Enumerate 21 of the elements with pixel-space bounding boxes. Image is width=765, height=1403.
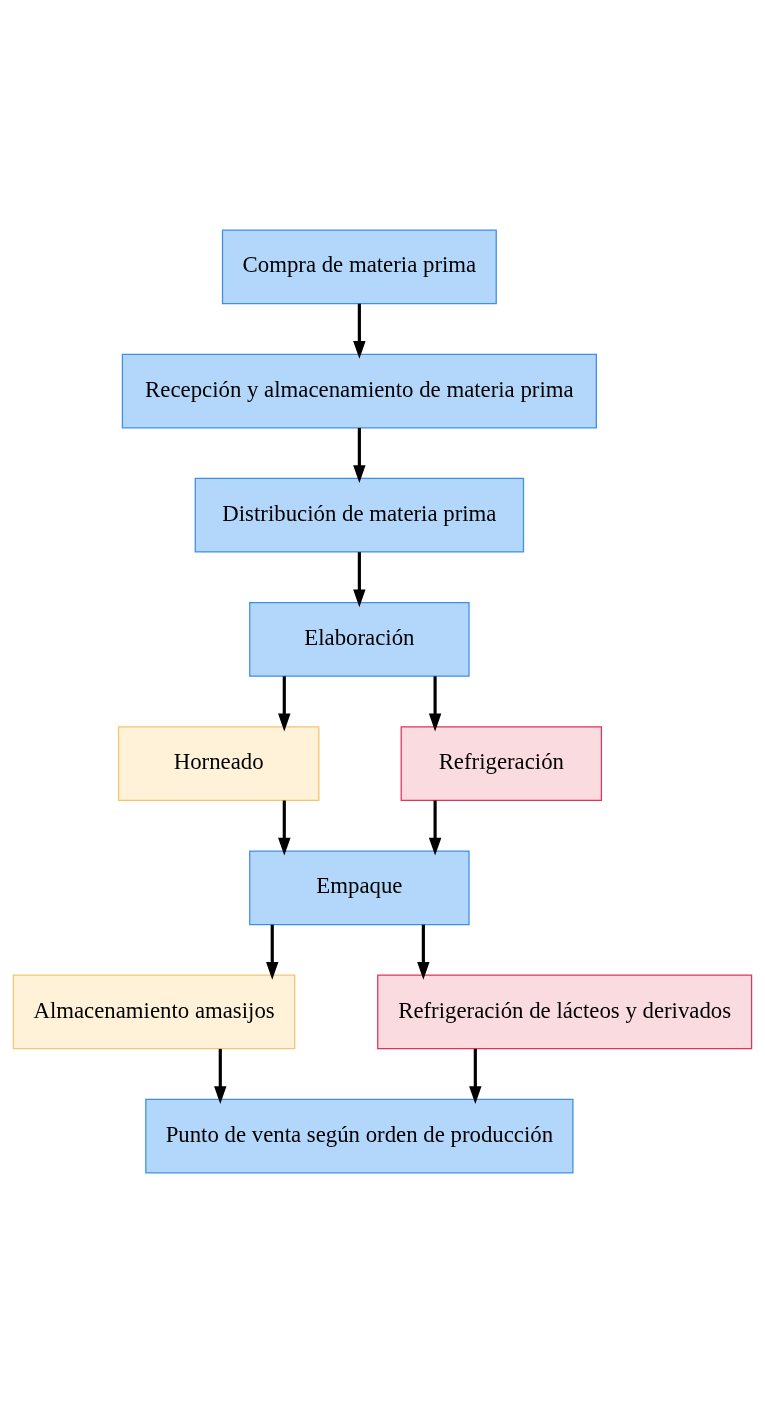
arrow	[353, 427, 366, 484]
arrow	[428, 676, 442, 732]
arrow	[353, 303, 366, 359]
node-box: Refrigeración	[400, 726, 603, 801]
node-box: Recepción y almacenamiento de materia prima	[121, 353, 597, 429]
node-box: Distribución de materia prima	[194, 477, 525, 553]
node-box: Elaboración	[249, 602, 470, 677]
node-box: Refrigeración de lácteos y derivados	[377, 974, 753, 1050]
arrow	[353, 552, 366, 608]
node-box: Almacenamiento amasijos	[12, 974, 296, 1050]
arrow	[469, 1048, 482, 1104]
node-box: Empaque	[249, 850, 470, 926]
node-box: Punto de venta según orden de producción	[145, 1098, 574, 1174]
arrow	[428, 800, 442, 856]
arrow	[266, 924, 279, 980]
arrow	[417, 924, 430, 980]
node-box: Horneado	[117, 726, 320, 801]
node-box: Compra de materia prima	[221, 229, 497, 305]
arrow	[278, 800, 291, 856]
arrow	[214, 1048, 227, 1104]
arrow	[278, 676, 291, 732]
